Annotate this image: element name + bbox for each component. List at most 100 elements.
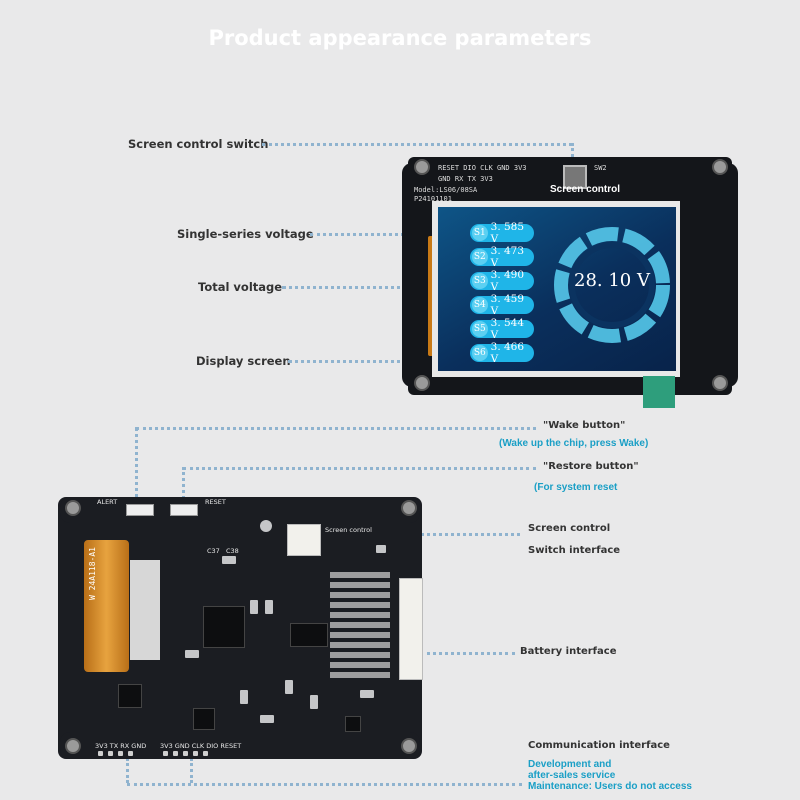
display-flex-tab	[643, 376, 675, 408]
cell-id: S2	[472, 249, 488, 265]
leader-line	[182, 467, 185, 505]
screen-control-silkscreen: Screen control	[325, 526, 372, 534]
model-label: Model:LS06/08SA	[414, 186, 478, 194]
comm-pin[interactable]	[128, 751, 133, 756]
back-fpc-ribbon	[84, 540, 129, 672]
page-title: Product appearance parameters	[208, 26, 592, 50]
leader-line	[136, 427, 536, 430]
label-display-screen: Display screen	[196, 354, 291, 368]
leader-line	[127, 783, 522, 786]
component	[310, 695, 318, 709]
leader-line	[126, 758, 129, 783]
leader-line	[262, 143, 572, 146]
fpc-label: W 24A118-A1	[88, 547, 97, 600]
cell-id: S1	[472, 225, 488, 241]
cell-voltage: 3. 473 V	[490, 245, 525, 269]
leader-line	[310, 233, 470, 236]
cell-id: S4	[472, 297, 488, 313]
reset-silkscreen: RESET	[205, 498, 226, 506]
alert-silkscreen: ALERT	[97, 498, 118, 506]
cell-voltage: 3. 459 V	[490, 293, 525, 317]
comm-pin[interactable]	[163, 751, 168, 756]
mount-hole	[712, 375, 728, 391]
cell-voltage: 3. 466 V	[490, 341, 525, 365]
restore-button[interactable]	[170, 504, 198, 516]
comm-pin[interactable]	[98, 751, 103, 756]
mount-hole	[401, 500, 417, 516]
component	[285, 680, 293, 694]
label-single-series-voltage: Single-series voltage	[177, 227, 314, 241]
component	[240, 690, 248, 704]
mount-hole	[65, 500, 81, 516]
leader-line	[183, 467, 536, 470]
label-communication-interface: Communication interface	[528, 740, 670, 751]
small-chip	[118, 684, 142, 708]
label-switch-interface: Switch interface	[528, 545, 621, 556]
total-voltage-value: 28. 10 V	[574, 270, 650, 291]
cell-id: S5	[472, 321, 488, 337]
resistor-array	[330, 572, 390, 682]
comm-pin[interactable]	[173, 751, 178, 756]
component	[376, 545, 386, 553]
comm-pin[interactable]	[183, 751, 188, 756]
wake-button[interactable]	[126, 504, 154, 516]
restore-button-note: (For system reset	[534, 482, 618, 493]
component	[222, 556, 236, 564]
label-wake-button: "Wake button"	[543, 420, 626, 431]
comm-note: Maintenance: Users do not access	[528, 781, 692, 792]
mcu-chip	[203, 606, 245, 648]
driver-chip	[290, 623, 328, 647]
header-pins-label: RESET DIO CLK GND 3V3	[438, 164, 527, 172]
model-label: P24101101	[414, 195, 452, 203]
fpc-connector	[130, 560, 160, 660]
wake-button-note: (Wake up the chip, press Wake)	[499, 438, 649, 449]
comm-pin[interactable]	[193, 751, 198, 756]
transistor	[345, 716, 361, 732]
c38-label: C38	[226, 547, 239, 555]
label-restore-button: "Restore button"	[543, 461, 639, 472]
leader-line	[325, 533, 520, 536]
leader-line	[420, 652, 515, 655]
c37-label: C37	[207, 547, 220, 555]
comm-note: Development and	[528, 759, 612, 770]
mount-hole	[414, 159, 430, 175]
label-battery-interface: Battery interface	[520, 646, 617, 657]
leader-line	[190, 758, 193, 783]
component	[265, 600, 273, 614]
gauge-ring-icon	[554, 227, 670, 343]
label-total-voltage: Total voltage	[198, 280, 283, 294]
component	[360, 690, 374, 698]
pins-right-label: 3V3 GND CLK DIO RESET	[160, 742, 242, 750]
mount-hole	[401, 738, 417, 754]
leader-line	[135, 427, 138, 505]
label-screen-control-switch: Screen control switch	[128, 137, 269, 151]
battery-interface-connector[interactable]	[399, 578, 423, 680]
screen-control-connector[interactable]	[287, 524, 321, 556]
leader-line	[288, 360, 438, 363]
cell-id: S6	[472, 345, 488, 361]
header-pins-label: GND RX TX 3V3	[438, 175, 493, 183]
component	[260, 520, 272, 532]
comm-pin[interactable]	[108, 751, 113, 756]
leader-line	[571, 143, 574, 163]
comm-pin[interactable]	[203, 751, 208, 756]
screen-control-silkscreen: Screen control	[550, 184, 621, 195]
comm-pin[interactable]	[118, 751, 123, 756]
component	[250, 600, 258, 614]
component	[185, 650, 199, 658]
screen-control-switch[interactable]	[563, 165, 587, 189]
mount-hole	[712, 159, 728, 175]
mount-hole	[65, 738, 81, 754]
sw-label: SW2	[594, 164, 607, 172]
cell-id: S3	[472, 273, 488, 289]
cell-voltage: 3. 544 V	[490, 317, 525, 341]
board-ear	[60, 497, 420, 523]
comm-note: after-sales service	[528, 770, 616, 781]
pins-left-label: 3V3 TX RX GND	[95, 742, 147, 750]
